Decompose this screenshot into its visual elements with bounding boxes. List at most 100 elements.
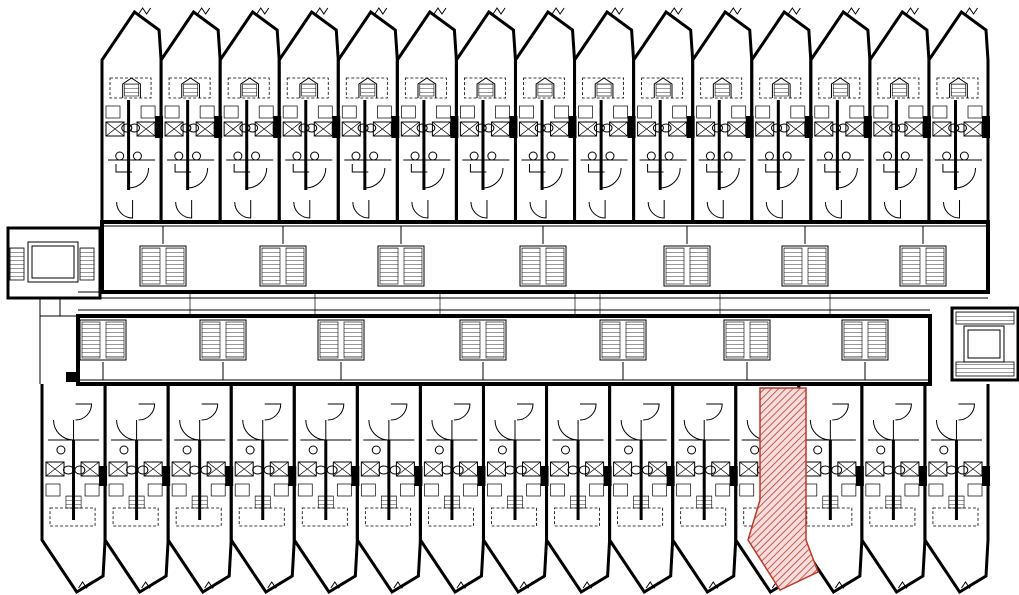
window-mark [728, 7, 742, 15]
cross-mark [459, 461, 478, 477]
toilet [128, 123, 140, 133]
counter [883, 164, 900, 173]
cross-mark [164, 121, 184, 137]
window-mark [138, 7, 152, 15]
toilet [955, 123, 967, 133]
door-swing [305, 167, 327, 189]
stair-treads [689, 247, 709, 285]
sink [487, 151, 497, 161]
counter [115, 164, 132, 173]
toilet [315, 465, 327, 475]
stair-symbol [594, 77, 614, 98]
sink [369, 151, 379, 161]
door-swing [836, 167, 858, 189]
door-swing [431, 419, 453, 441]
unit-walls [277, 9, 340, 222]
toilet [830, 123, 842, 133]
south-unit [103, 384, 171, 595]
toilet [365, 123, 377, 133]
cross-mark [314, 121, 333, 137]
stair-treads [141, 247, 161, 285]
fixture-box [108, 483, 124, 497]
south-unit [671, 384, 738, 595]
fixture-box [234, 483, 250, 497]
sink [939, 445, 949, 455]
stair-symbol [417, 77, 437, 98]
sink [664, 151, 674, 161]
shaft [918, 466, 927, 486]
door-swing [411, 200, 429, 219]
door-swing [588, 200, 606, 219]
cross-mark [676, 461, 695, 477]
fixture-box [526, 483, 541, 497]
fixture-box [841, 483, 857, 497]
unit-walls [100, 9, 163, 222]
door-swing [600, 167, 622, 189]
window-mark [787, 7, 801, 15]
stair-treads [545, 247, 565, 285]
fixture-box [360, 483, 376, 497]
cross-mark [609, 121, 628, 137]
fixture-box [731, 105, 747, 119]
door-swing [706, 200, 724, 219]
toilet [200, 465, 212, 475]
north-unit-row [100, 7, 990, 222]
stair-core [259, 226, 307, 287]
shaft [351, 466, 360, 486]
unit-walls [632, 9, 695, 222]
north-unit [218, 7, 282, 222]
fixture-box [904, 483, 920, 497]
stair-treads [201, 321, 221, 359]
toilet [239, 123, 251, 133]
toilet [705, 465, 717, 475]
shaft [288, 466, 297, 486]
counter [174, 164, 192, 173]
sink [251, 151, 261, 161]
toilet [137, 465, 149, 475]
toilet [771, 123, 783, 133]
stair-treads [601, 321, 621, 359]
door-swing [824, 200, 842, 219]
door-swing [955, 167, 977, 189]
toilet [831, 465, 843, 475]
shaft [855, 466, 864, 486]
fixture-box [336, 483, 352, 497]
stair-symbol [181, 77, 200, 98]
counter [351, 164, 369, 173]
door-swing [179, 419, 201, 441]
balcony-outline [109, 77, 152, 99]
core-outline [317, 319, 365, 361]
sink [942, 151, 952, 161]
stair-treads [461, 321, 481, 359]
sink [115, 151, 125, 161]
toilet [894, 465, 906, 475]
fixture-box [715, 483, 731, 497]
door-swing [895, 167, 917, 189]
core-outline [899, 245, 947, 287]
stair-treads [832, 83, 848, 97]
south-unit [418, 384, 486, 595]
stair-treads [843, 321, 863, 359]
counter [469, 164, 487, 173]
fixture-box [790, 105, 806, 119]
window-mark [393, 581, 407, 589]
cross-mark [755, 121, 774, 137]
fixture-box [908, 105, 924, 119]
fixture-box [199, 105, 215, 119]
door-swing [541, 167, 563, 189]
shaft [922, 116, 931, 138]
sink [705, 151, 715, 161]
door-swing [352, 200, 370, 219]
toilet [126, 465, 138, 475]
cross-mark [105, 121, 125, 137]
sink [687, 445, 697, 455]
door-swing [895, 403, 912, 421]
toilet [416, 123, 428, 133]
cross-mark [143, 461, 163, 477]
cross-mark [963, 121, 983, 137]
fixture-box [519, 105, 534, 119]
door-swing [453, 403, 471, 421]
shaft [162, 466, 171, 486]
door-swing [580, 403, 597, 421]
north-unit [868, 7, 931, 222]
